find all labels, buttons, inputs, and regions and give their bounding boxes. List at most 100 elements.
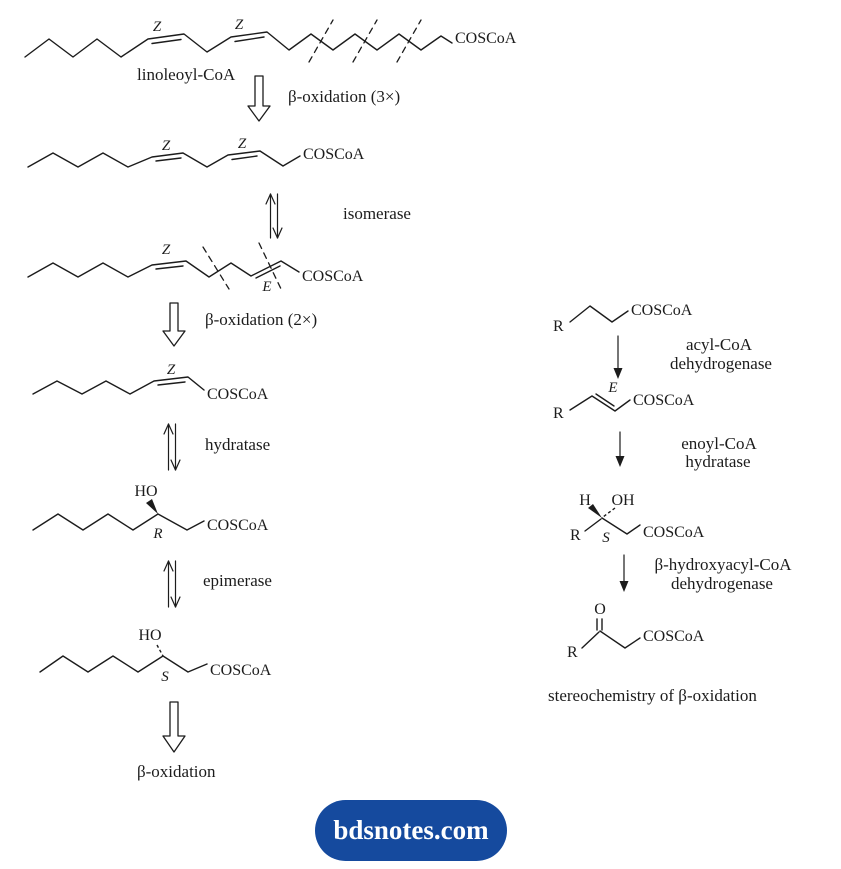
r-group-label: R [567, 644, 578, 661]
down-arrow-head [615, 456, 625, 467]
step-label: epimerase [203, 571, 272, 590]
bdsnotes-badge-label: bdsnotes.com [333, 815, 489, 845]
r-group-label: R [553, 318, 564, 335]
thioester-label: COSCoA [303, 146, 365, 163]
up-arrow-head [167, 560, 174, 572]
epimerase-equilibrium-arrow: epimerase [163, 560, 272, 608]
beta-oxidation-arrow: β-oxidation [137, 701, 216, 781]
hashed-bond [156, 644, 164, 657]
structure-z-e-enoyl-coa: Z E COSCoA [27, 242, 364, 295]
carbon-chain [599, 630, 641, 649]
double-bond-line [255, 265, 281, 279]
carbon-chain [569, 395, 631, 412]
r-group-label: R [553, 405, 564, 422]
down-arrow-head [613, 368, 623, 379]
cleavage-dashed-line [202, 246, 230, 290]
carbon-chain [27, 260, 300, 278]
cleavage-dashed-line [396, 19, 422, 63]
carbon-chain [24, 31, 453, 58]
carbon-chain [27, 150, 301, 168]
r-bond [584, 518, 602, 532]
hollow-down-arrow-icon [247, 75, 271, 122]
up-arrow-head [163, 423, 170, 435]
thioester-label: COSCoA [302, 268, 364, 285]
enzyme-label: hydratase [685, 452, 750, 471]
enzyme-label: dehydrogenase [671, 574, 773, 593]
enzyme-label: dehydrogenase [670, 354, 772, 373]
hollow-down-arrow-icon [162, 302, 186, 347]
down-arrow-head [170, 459, 177, 471]
structure-linoleoyl-coa: Z Z COSCoA linoleoyl-CoA [24, 17, 517, 84]
z-configuration-label: Z [162, 138, 171, 154]
up-arrow-head [163, 560, 170, 572]
down-arrow-head [174, 459, 181, 471]
thioester-label: COSCoA [210, 662, 272, 679]
structure-ketoacyl-coa: O R COSCoA [567, 601, 705, 661]
hydroxyl-label: HO [138, 627, 161, 644]
step-label: β-oxidation [137, 762, 216, 781]
thioester-label: COSCoA [207, 386, 269, 403]
z-configuration-label: Z [162, 242, 171, 258]
carbon-chain [569, 305, 629, 323]
structure-s-3-hydroxyacyl-coa: H OH R S COSCoA [570, 492, 705, 546]
up-arrow-head [265, 193, 272, 205]
thioester-label: COSCoA [633, 392, 695, 409]
r-stereocenter-label: R [152, 526, 162, 542]
cleavage-dashed-line [308, 19, 334, 63]
structure-acyl-coa: R COSCoA [553, 302, 693, 335]
step-label: hydratase [205, 435, 270, 454]
step-label: isomerase [343, 204, 411, 223]
structure-dienoyl-coa: Z Z COSCoA [27, 136, 365, 168]
down-arrow-head [619, 581, 629, 592]
beta-oxidation-3x-arrow: β-oxidation (3×) [247, 75, 400, 122]
compound-name: linoleoyl-CoA [137, 65, 236, 84]
double-bond-line [234, 36, 265, 43]
structure-s-hydroxyacyl-coa: HO S COSCoA [39, 627, 272, 685]
carbon-chain [32, 513, 205, 531]
wedge-bond [588, 504, 602, 518]
up-arrow-head [269, 193, 276, 205]
e-configuration-label: E [261, 279, 271, 295]
enzyme-label: β-hydroxyacyl-CoA [654, 555, 792, 574]
hydratase-equilibrium-arrow: hydratase [163, 423, 270, 471]
s-stereocenter-label: S [161, 669, 169, 685]
down-arrow-head [276, 227, 283, 239]
double-bond-line [151, 38, 182, 45]
thioester-label: COSCoA [643, 524, 705, 541]
structure-r-hydroxyacyl-coa: HO R COSCoA [32, 483, 269, 542]
enzyme-label: acyl-CoA [686, 335, 753, 354]
double-bond-line [157, 381, 186, 386]
carbon-chain [601, 517, 641, 535]
bdsnotes-badge: bdsnotes.com [315, 800, 507, 861]
wedge-bond [146, 499, 158, 514]
double-bond-line [155, 265, 184, 270]
double-bond-line [231, 155, 258, 161]
thioester-label: COSCoA [631, 302, 693, 319]
hydrogen-label: H [579, 492, 591, 509]
hydroxyl-label: HO [134, 483, 157, 500]
cleavage-dashed-line [352, 19, 378, 63]
carbon-chain [39, 655, 208, 673]
hydroxyl-label: OH [611, 492, 635, 509]
scheme-caption: stereochemistry of β-oxidation [548, 686, 757, 705]
s-stereocenter-label: S [602, 530, 610, 546]
r-bond [581, 631, 600, 649]
step-label: β-oxidation (2×) [205, 310, 317, 329]
hashed-bond [602, 507, 616, 518]
enzyme-label: enoyl-CoA [681, 434, 757, 453]
cleavage-dashed-line [258, 242, 283, 292]
structure-trans-enoyl-coa: R E COSCoA [553, 380, 695, 422]
structure-z-enoyl-coa: Z COSCoA [32, 362, 269, 403]
isomerase-equilibrium-arrow: isomerase [265, 193, 411, 239]
down-arrow-head [174, 596, 181, 608]
step-label: β-oxidation (3×) [288, 87, 400, 106]
acyl-coa-dehydrogenase-arrow: acyl-CoA dehydrogenase [613, 335, 772, 379]
r-group-label: R [570, 527, 581, 544]
down-arrow-head [272, 227, 279, 239]
thioester-label: COSCoA [643, 628, 705, 645]
down-arrow-head [170, 596, 177, 608]
z-configuration-label: Z [235, 17, 244, 33]
thioester-label: COSCoA [455, 30, 517, 47]
